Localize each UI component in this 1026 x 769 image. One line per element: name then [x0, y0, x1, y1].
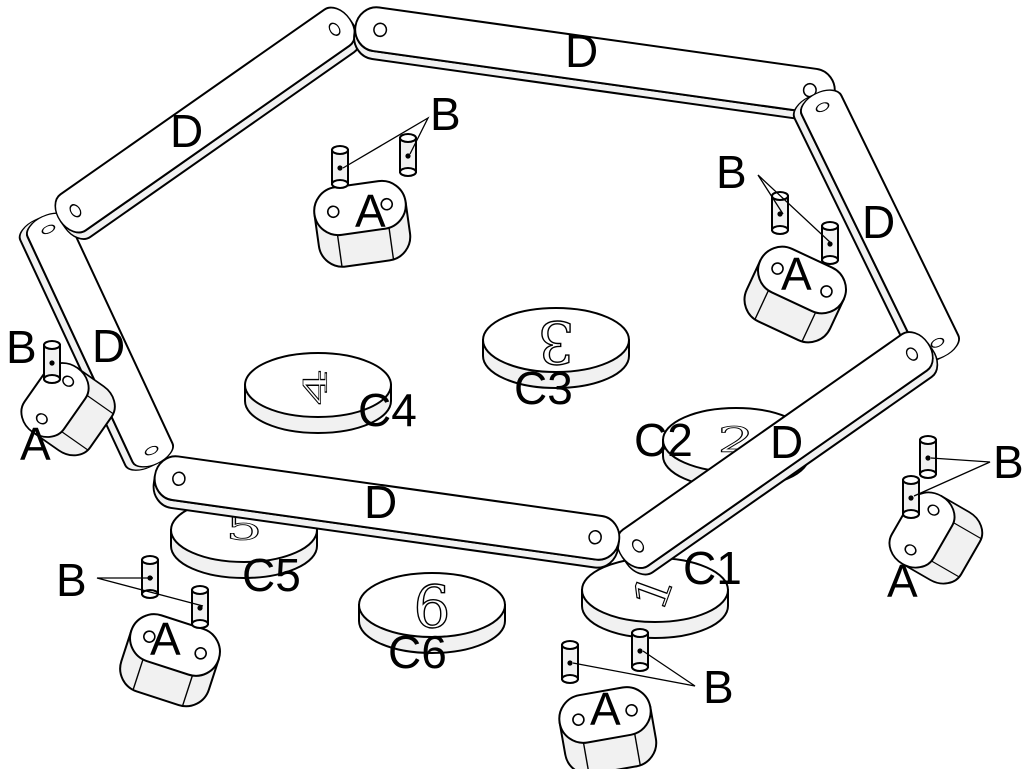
- label-d-bottom: D: [364, 476, 397, 528]
- label-b-bottom: B: [703, 661, 734, 713]
- pin-b-lower-right-2: [902, 475, 920, 519]
- disc-c6-glyph: 6: [414, 573, 451, 641]
- pin-b-right-1: [771, 191, 789, 235]
- label-c6: C6: [388, 626, 447, 678]
- pin-b-lower-left-2: [191, 585, 209, 629]
- label-a-top: A: [355, 185, 386, 237]
- label-b-left: B: [6, 321, 37, 373]
- label-a-right: A: [781, 248, 812, 300]
- label-c3: C3: [514, 362, 573, 414]
- label-c1: C1: [683, 542, 742, 594]
- label-d-right: D: [862, 196, 895, 248]
- pin-b-top-2: [399, 133, 417, 177]
- disc-c4-glyph: 4: [298, 369, 335, 406]
- label-c4: C4: [358, 384, 417, 436]
- disc-c4: 4: [244, 352, 392, 434]
- label-c5: C5: [242, 549, 301, 601]
- disc-c6: 6: [358, 572, 506, 654]
- label-b-right: B: [716, 146, 747, 198]
- label-d-lower-right: D: [770, 416, 803, 468]
- label-b-lower-right: B: [993, 436, 1024, 488]
- label-d-left: D: [92, 320, 125, 372]
- label-c2: C2: [634, 414, 693, 466]
- label-a-left: A: [20, 418, 51, 470]
- pin-b-left-1: [43, 340, 61, 384]
- pin-b-bottom-1: [561, 640, 579, 684]
- label-b-top: B: [430, 88, 461, 140]
- labels: D D D D D D A A A A A A B B B B B B C1 C…: [6, 25, 1024, 735]
- pin-b-bottom-2: [631, 628, 649, 672]
- disc-c3: 3: [482, 307, 630, 389]
- disc-c3-glyph: 3: [538, 308, 575, 376]
- disc-c1: 1: [581, 557, 729, 639]
- leader-lines: [96, 116, 991, 687]
- label-d-upper-left: D: [170, 105, 203, 157]
- label-a-lower-left: A: [150, 613, 181, 665]
- label-a-bottom: A: [590, 683, 621, 735]
- label-b-lower-left: B: [56, 554, 87, 606]
- pin-b-lower-right-1: [919, 435, 937, 479]
- label-a-lower-right: A: [887, 555, 918, 607]
- label-d-top: D: [565, 25, 598, 77]
